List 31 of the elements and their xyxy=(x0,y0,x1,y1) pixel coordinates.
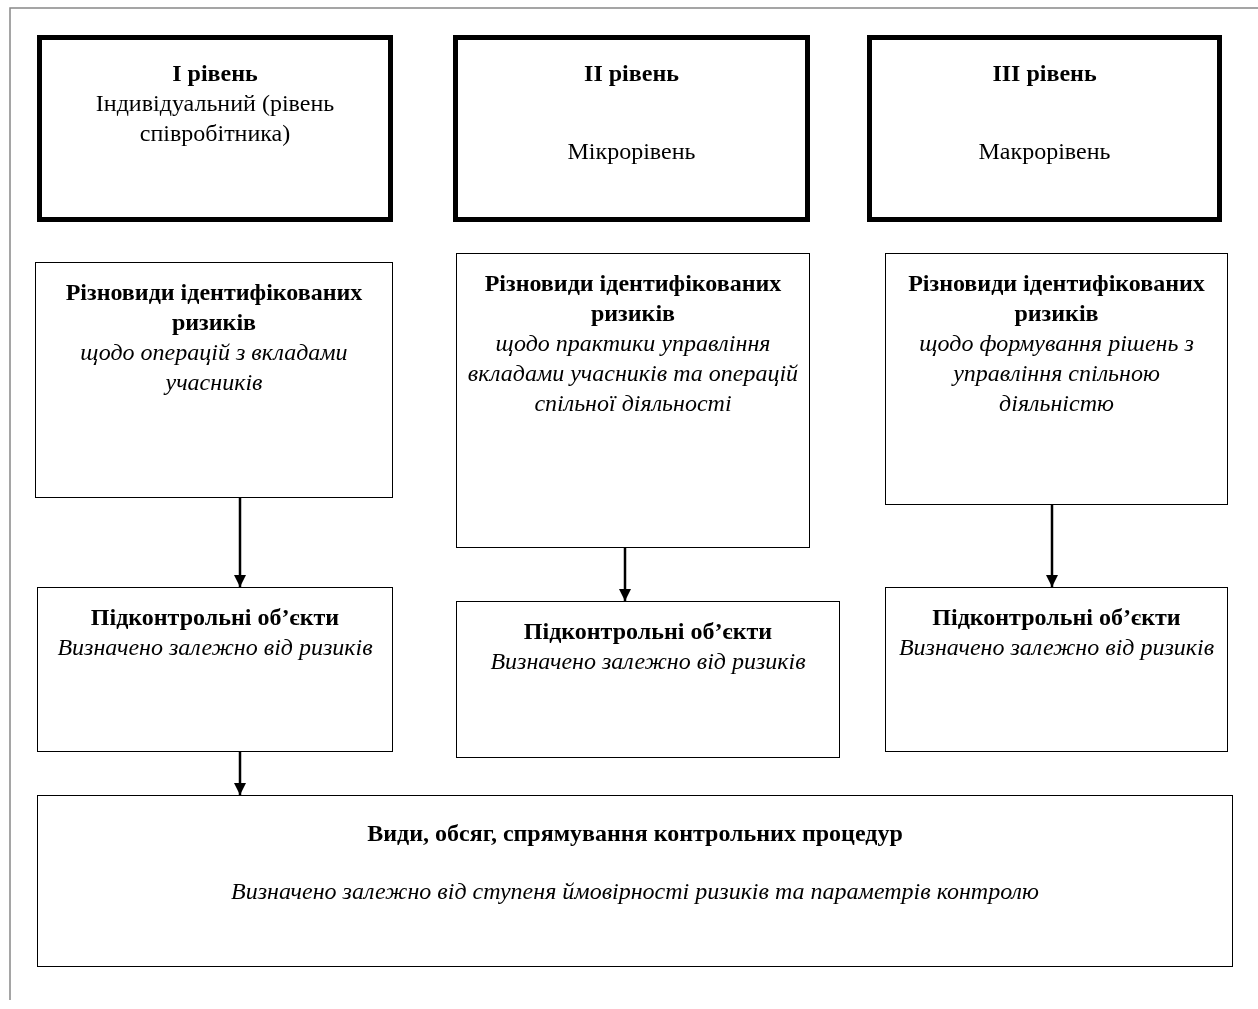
description-text: щодо формування рішень з управління спільною діяльністю xyxy=(918,329,1195,418)
process-box xyxy=(37,587,393,752)
process-box xyxy=(35,262,393,498)
process-box xyxy=(456,601,840,758)
heading-text: Підконтрольні об’єкти xyxy=(932,603,1181,632)
description-text: Визначено залежно від ризиків xyxy=(57,633,373,662)
heading-text: Підконтрольні об’єкти xyxy=(523,617,773,646)
arrow xyxy=(618,548,632,601)
description-text: щодо практики управління вкладами учасників та операцій спільної діяльності xyxy=(467,329,799,418)
description-text: Мікрорівень xyxy=(567,137,696,166)
process-box xyxy=(885,253,1228,505)
heading-text: Види, обсяг, спрямування контрольних процедур xyxy=(367,819,903,848)
level-box xyxy=(37,35,393,222)
description-text: Визначено залежно від ризиків xyxy=(898,633,1215,662)
process-box xyxy=(456,253,810,548)
description-text: Макрорівень xyxy=(978,137,1111,166)
description-text: щодо операцій з вкладами учасників xyxy=(79,338,349,397)
description-text: Визначено залежно від ризиків xyxy=(490,647,806,676)
level-box xyxy=(453,35,810,222)
arrow xyxy=(233,498,247,587)
heading-text: I рівень xyxy=(172,59,258,88)
arrow xyxy=(1045,505,1059,587)
process-box xyxy=(37,795,1233,967)
process-box xyxy=(885,587,1228,752)
description-text: Індивідуальний (рівень співробітника) xyxy=(94,89,336,148)
heading-text: III рівень xyxy=(992,59,1097,88)
heading-text: II рівень xyxy=(584,59,679,88)
description-text: Визначено залежно від ступеня ймовірності ризиків та параметрів контролю xyxy=(231,877,1039,906)
level-box xyxy=(867,35,1222,222)
heading-text: Підконтрольні об’єкти xyxy=(90,603,340,632)
arrow xyxy=(233,752,247,795)
